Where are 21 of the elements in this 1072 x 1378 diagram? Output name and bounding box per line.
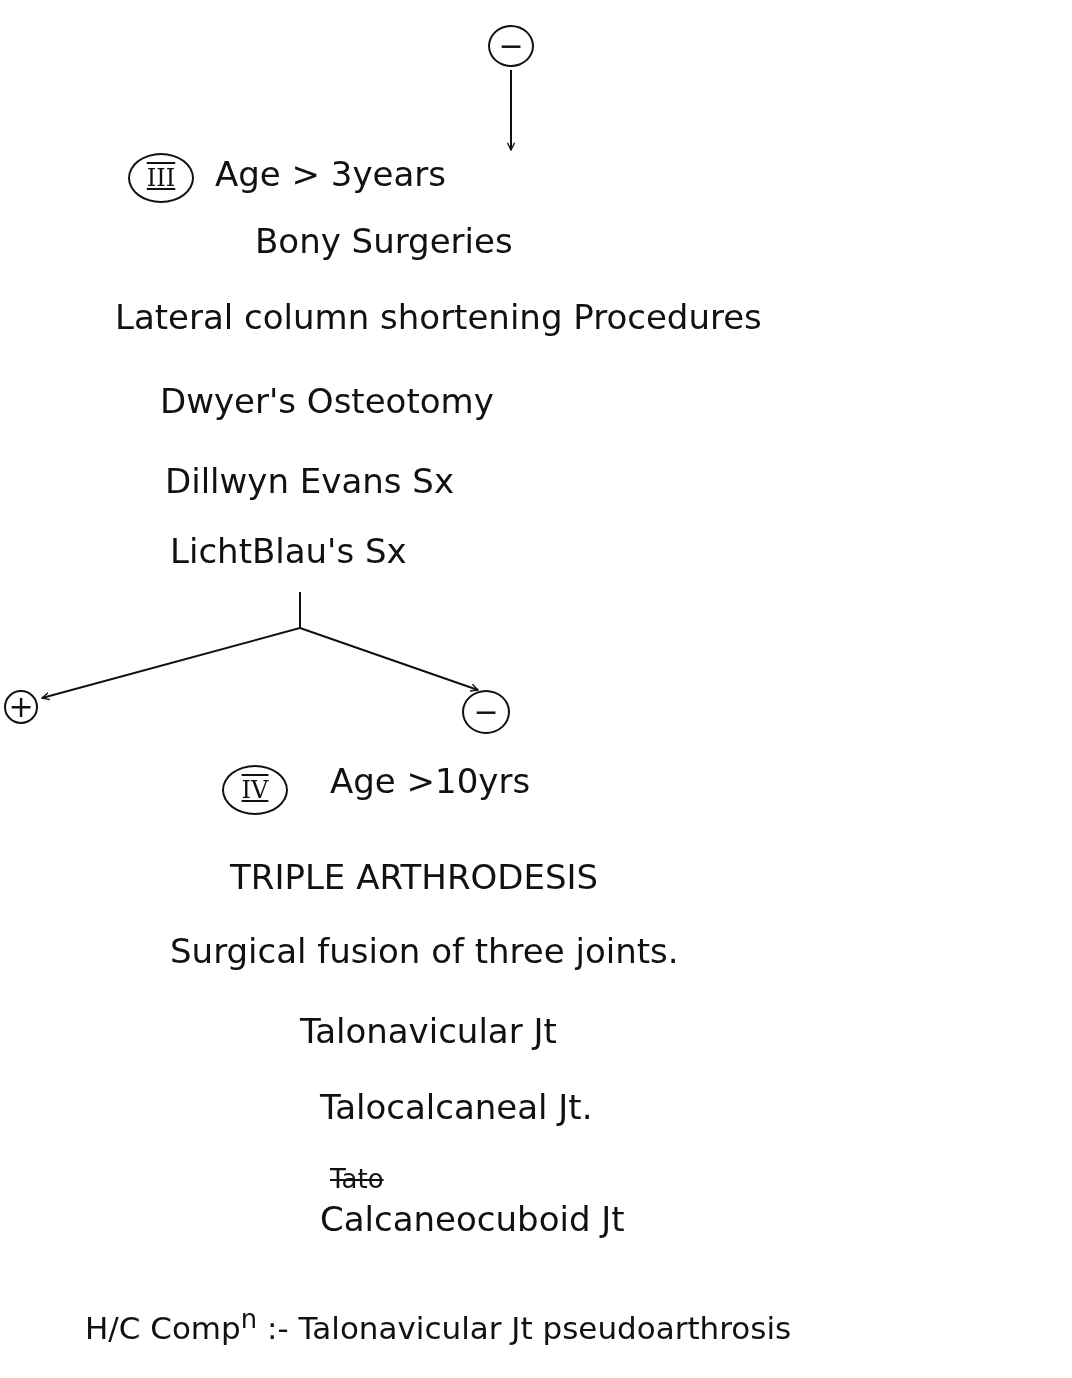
- note-text: H/C Comp$^{n}$ :- Talonavicular Jt pseudoarthrosis: [85, 1305, 792, 1347]
- procedure-text: Dwyer's Osteotomy: [160, 382, 494, 422]
- struck-text: Tato: [330, 1165, 384, 1195]
- heading-text: Bony Surgeries: [255, 222, 513, 262]
- arrow: [506, 69, 516, 151]
- procedure-text: Lateral column shortening Procedures: [115, 298, 762, 338]
- roman-numeral: III: [128, 153, 194, 203]
- procedure-text: Dillwyn Evans Sx: [165, 462, 455, 502]
- sign-circle: −: [488, 25, 534, 67]
- joint-text: Calcaneocuboid Jt: [320, 1200, 625, 1240]
- joint-text: Talocalcaneal Jt.: [320, 1088, 593, 1128]
- stage-condition: Age >10yrs: [330, 762, 531, 802]
- sign-circle: +: [4, 690, 38, 724]
- note-text: Surgical fusion of three joints.: [170, 932, 679, 972]
- stage-condition: Age > 3years: [215, 155, 447, 195]
- procedure-text: LichtBlau's Sx: [170, 532, 407, 572]
- arrow: [299, 591, 479, 692]
- joint-text: Talonavicular Jt: [300, 1012, 557, 1052]
- roman-numeral: IV: [222, 765, 288, 815]
- sign-circle: −: [462, 690, 510, 734]
- heading-text: TRIPLE ARTHRODESIS: [230, 858, 599, 898]
